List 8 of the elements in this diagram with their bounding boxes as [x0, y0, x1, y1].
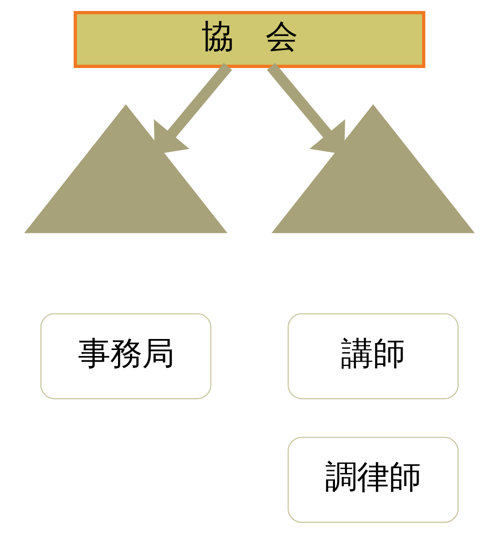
node-box: 調律師: [287, 436, 458, 523]
node-triangle: [271, 104, 474, 234]
arrow: [266, 63, 345, 154]
node-box: 事務局: [40, 313, 211, 400]
arrow: [153, 63, 232, 154]
node-box: 協 会: [73, 11, 425, 68]
node-triangle: [24, 104, 227, 234]
node-box: 講師: [287, 313, 458, 400]
